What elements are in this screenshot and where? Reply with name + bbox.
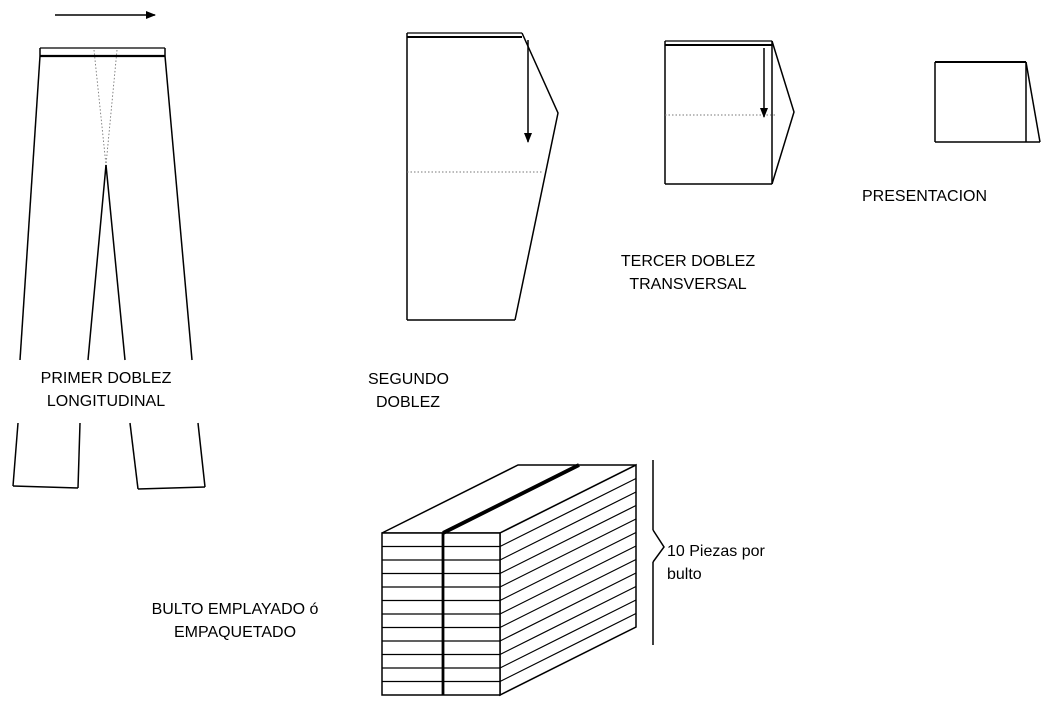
bundle-layer-line (499, 599, 637, 669)
label-primer-line2: LONGITUDINAL (46, 393, 166, 410)
label-piezas: 10 Piezas por bulto (667, 540, 765, 586)
bundle-layer-line (499, 612, 637, 683)
presentation-figure (934, 61, 1041, 143)
label-primer-line1: PRIMER DOBLEZ (40, 370, 172, 387)
label-tercer-doblez: TERCER DOBLEZ TRANSVERSAL (583, 250, 793, 296)
label-bulto: BULTO EMPLAYADO ó EMPAQUETADO (124, 598, 346, 644)
bundle-layer-line (499, 491, 637, 561)
label-presentacion: PRESENTACION (862, 185, 987, 208)
label-piezas-line2: bulto (667, 566, 702, 583)
pants-figure (12, 47, 206, 490)
label-tercer-line2: TRANSVERSAL (629, 276, 747, 293)
label-segundo-line1: SEGUNDO (368, 371, 449, 388)
bundle-layer-line (499, 477, 637, 548)
label-tercer-line1: TERCER DOBLEZ (620, 253, 756, 270)
bundle-split-top (442, 463, 580, 535)
pants-fold-guide (93, 49, 118, 166)
third-fold-figure (664, 40, 795, 185)
bundle-layer-line (499, 531, 637, 602)
label-piezas-line1: 10 Piezas por (667, 543, 765, 560)
second-fold-figure (406, 32, 559, 321)
bundle-layer-line (499, 504, 637, 575)
bundle-layer-line (499, 518, 637, 588)
bundle-layer-line (499, 558, 637, 629)
bundle-bracket (652, 460, 665, 645)
bundle-layer-line (499, 545, 637, 615)
label-primer-doblez: PRIMER DOBLEZ LONGITUDINAL (0, 367, 212, 413)
bundle-figure (381, 463, 637, 697)
label-bulto-line1: BULTO EMPLAYADO ó (151, 601, 319, 618)
bundle-layer-line (499, 585, 637, 656)
label-segundo-doblez: SEGUNDO DOBLEZ (368, 368, 449, 414)
bundle-layer-line (499, 572, 637, 642)
label-bulto-line2: EMPAQUETADO (173, 624, 297, 641)
label-segundo-line2: DOBLEZ (376, 394, 441, 411)
label-presentacion-text: PRESENTACION (862, 188, 988, 205)
